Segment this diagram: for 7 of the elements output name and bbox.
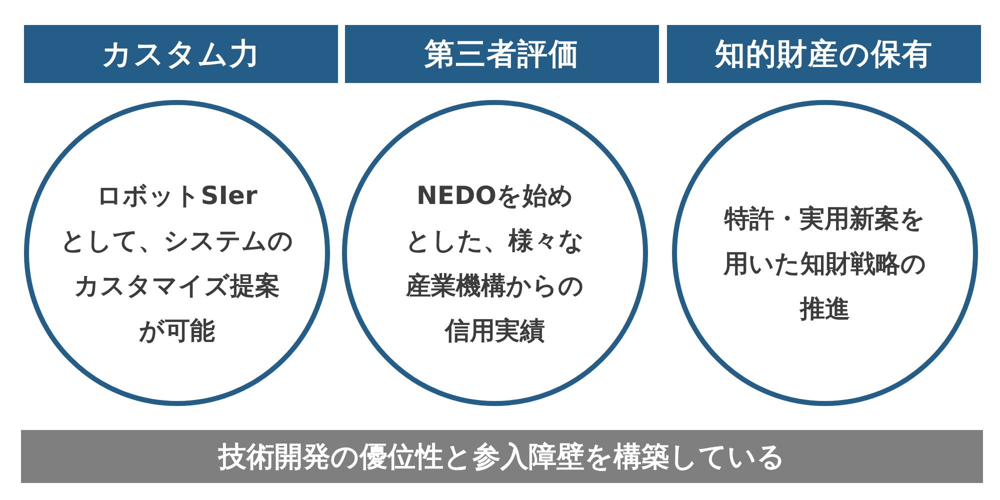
description-text: 特許・実用新案を用いた知財戦略の推進: [722, 202, 928, 324]
description-text: NEDOを始めとした、様々な産業機構からの信用実績: [404, 180, 586, 347]
description-text: ロボットSIerとして、システムのカスタマイズ提案が可能: [60, 180, 294, 347]
heading-bar: 知的財産の保有: [667, 25, 981, 83]
heading-bar: カスタム力: [24, 25, 338, 83]
summary-band: 技術開発の優位性と参入障壁を構築している: [21, 430, 983, 483]
heading-bar: 第三者評価: [345, 25, 659, 83]
